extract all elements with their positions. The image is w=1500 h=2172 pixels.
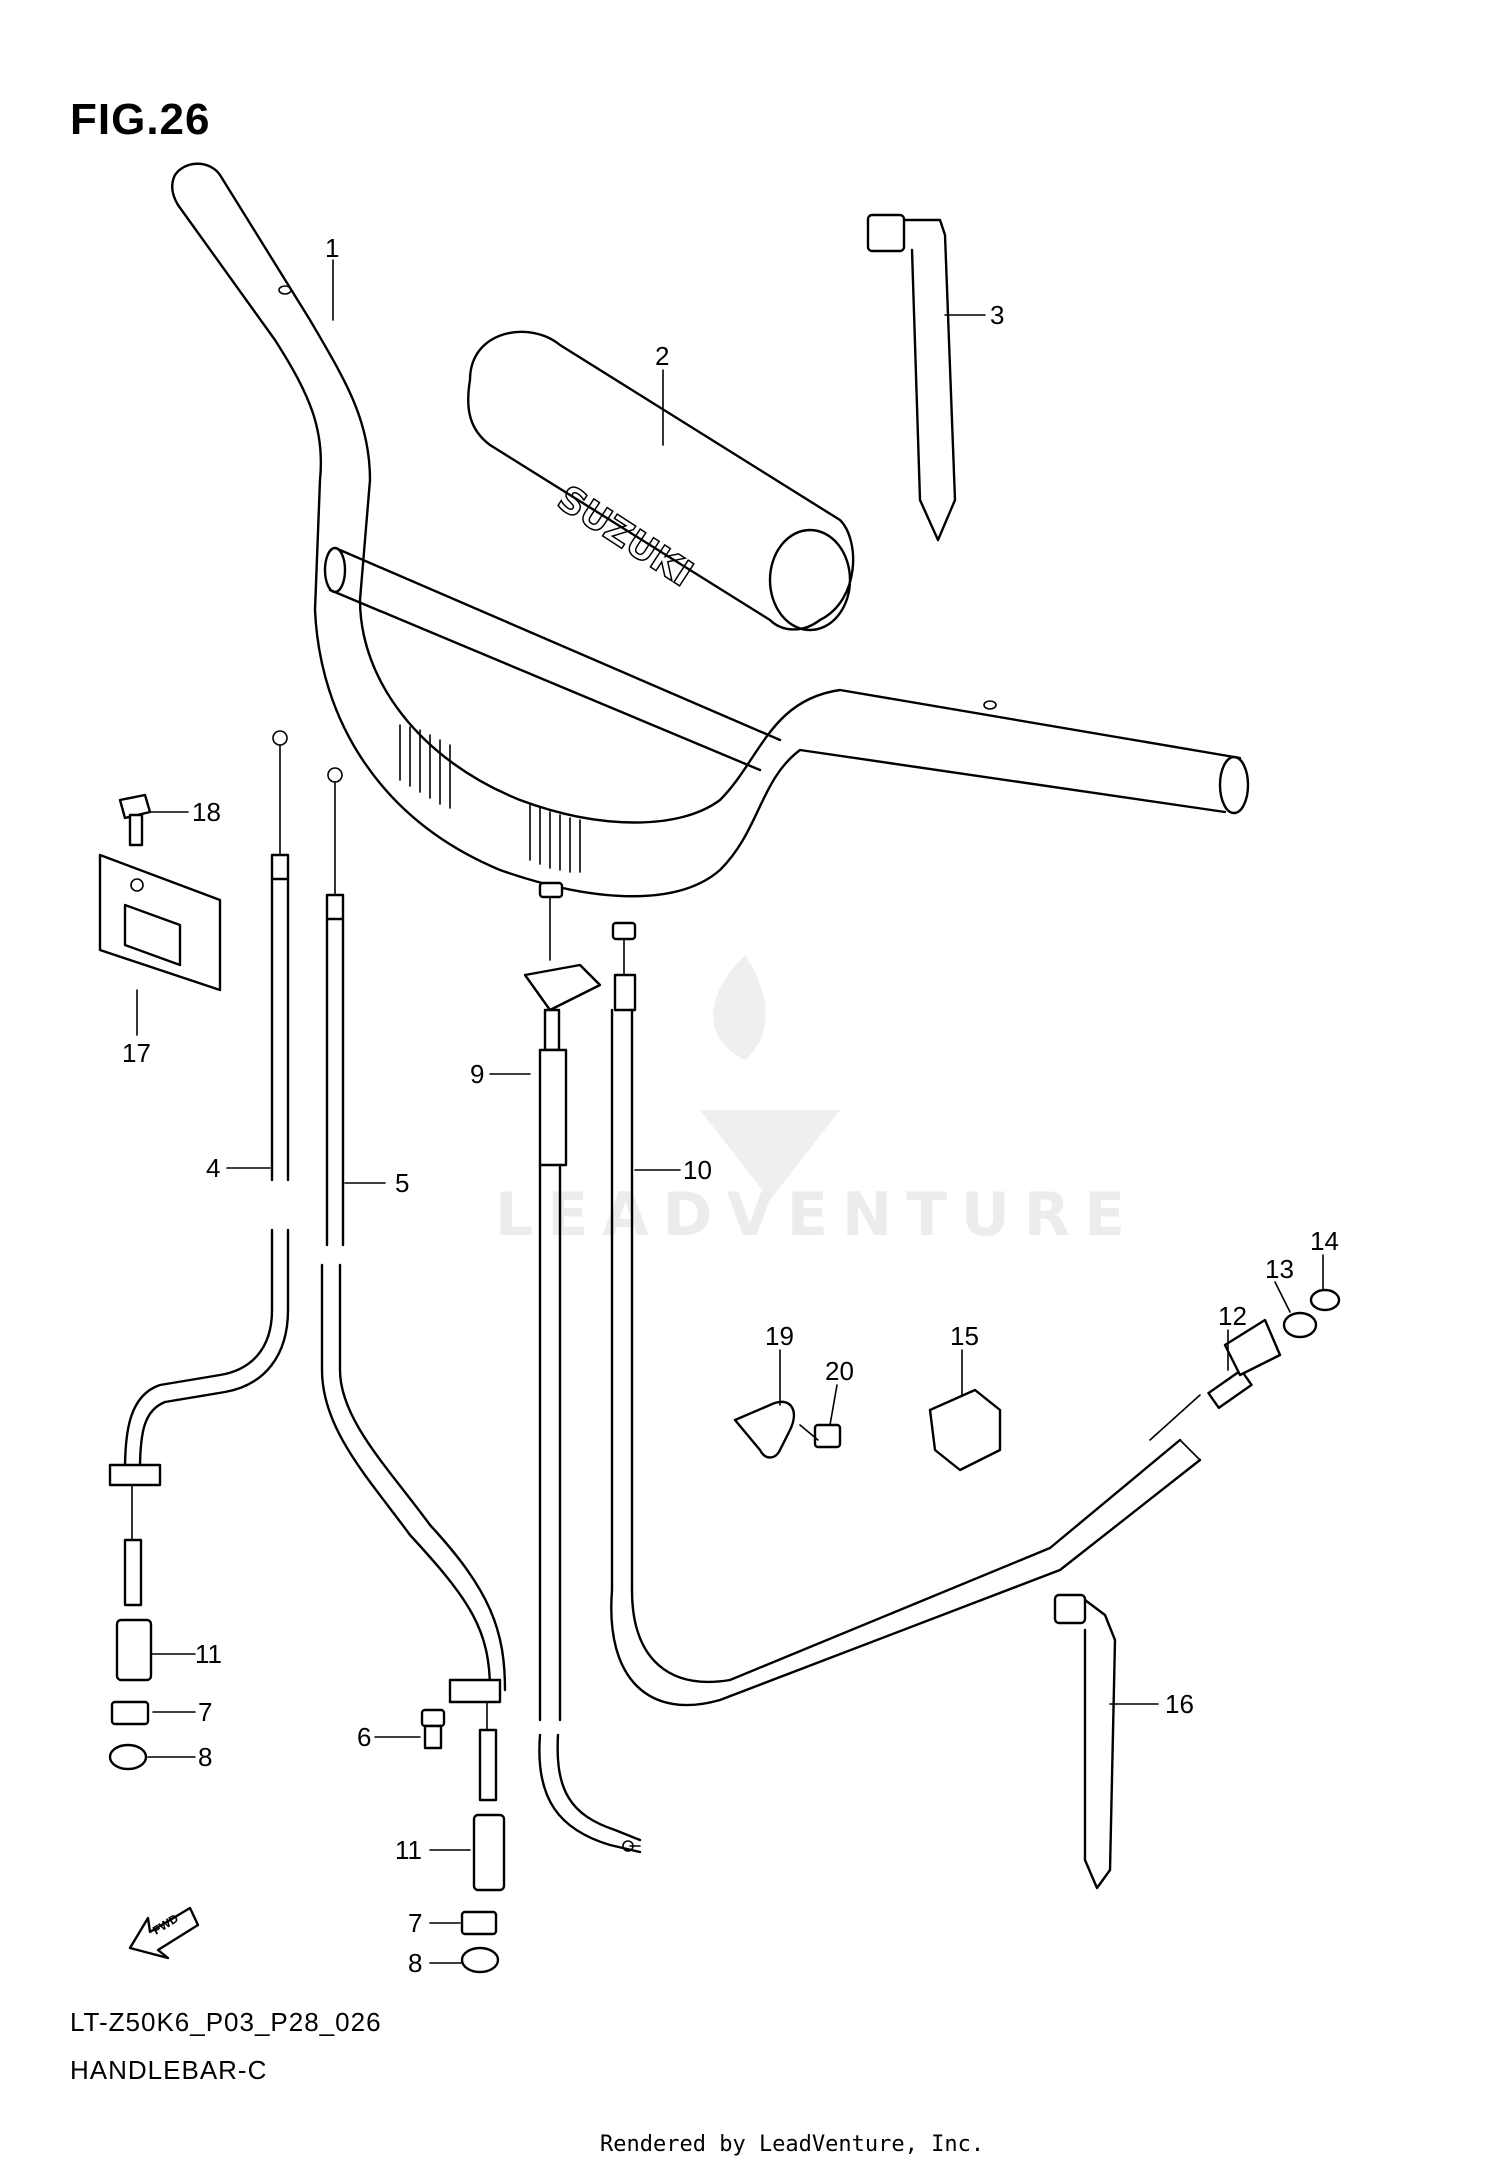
callout-8: 8 (198, 1742, 212, 1772)
pad-brand: SUZUKI (550, 478, 700, 595)
callout-9: 9 (470, 1059, 484, 1089)
cable-tie-part-3 (866, 213, 957, 542)
bolt-part-18 (118, 793, 152, 847)
throttle-cable-part-4 (108, 730, 290, 1607)
spring-clip-part-19 (733, 1400, 796, 1459)
callout-19: 19 (765, 1321, 794, 1351)
callout-11: 11 (195, 1639, 222, 1669)
cable-tie-part-16 (1053, 1593, 1117, 1890)
callouts: 1 2 3 4 5 6 7 8 9 10 11 12 13 14 15 16 1… (122, 233, 1339, 1978)
clamp-part-15 (928, 1388, 1002, 1472)
adjuster-set (1207, 1288, 1341, 1410)
callout-16: 16 (1165, 1689, 1194, 1719)
cable-part-9 (523, 881, 642, 1854)
diagram-code: LT-Z50K6_P03_P28_026 (70, 2007, 382, 2037)
brake-cable-part-5 (320, 767, 507, 1802)
screw-part-20 (799, 1423, 842, 1449)
bracket-part-17 (98, 853, 222, 992)
callout-4: 4 (206, 1153, 220, 1183)
knurl-right (529, 804, 581, 873)
callout-17: 17 (122, 1038, 151, 1068)
callout-6: 6 (357, 1722, 371, 1752)
callout-20: 20 (825, 1356, 854, 1386)
callout-12: 12 (1218, 1301, 1247, 1331)
knurl-left (399, 724, 451, 809)
callout-3: 3 (990, 300, 1004, 330)
callout-18: 18 (192, 797, 221, 827)
watermark-text: LEADVENTURE (495, 1180, 1139, 1250)
callout-1: 1 (325, 233, 339, 263)
callout-11-right: 11 (395, 1835, 422, 1865)
handlebar-part-1 (170, 162, 1250, 898)
handlebar-pad-part-2: SUZUKI (467, 330, 855, 632)
callout-5: 5 (395, 1168, 409, 1198)
cable-end-left (108, 1618, 153, 1771)
callout-8-right: 8 (408, 1948, 422, 1978)
leader-lines (136, 259, 1324, 1964)
fwd-arrow-icon: FWD (128, 1906, 200, 1960)
diagram-name: HANDLEBAR-C (70, 2055, 268, 2085)
callout-14: 14 (1310, 1226, 1339, 1256)
callout-7-right: 7 (408, 1908, 422, 1938)
callout-7: 7 (198, 1697, 212, 1727)
callout-2: 2 (655, 341, 669, 371)
cable-end-right (460, 1813, 506, 1974)
rendered-by-credit: Rendered by LeadVenture, Inc. (600, 2132, 985, 2157)
cable-part-10 (610, 921, 1202, 1707)
callout-13: 13 (1265, 1254, 1294, 1284)
figure-title: FIG.26 (70, 95, 211, 144)
callout-10: 10 (683, 1155, 712, 1185)
bolt-part-6 (420, 1708, 446, 1750)
callout-15: 15 (950, 1321, 979, 1351)
watermark: LEADVENTURE (495, 955, 1139, 1250)
